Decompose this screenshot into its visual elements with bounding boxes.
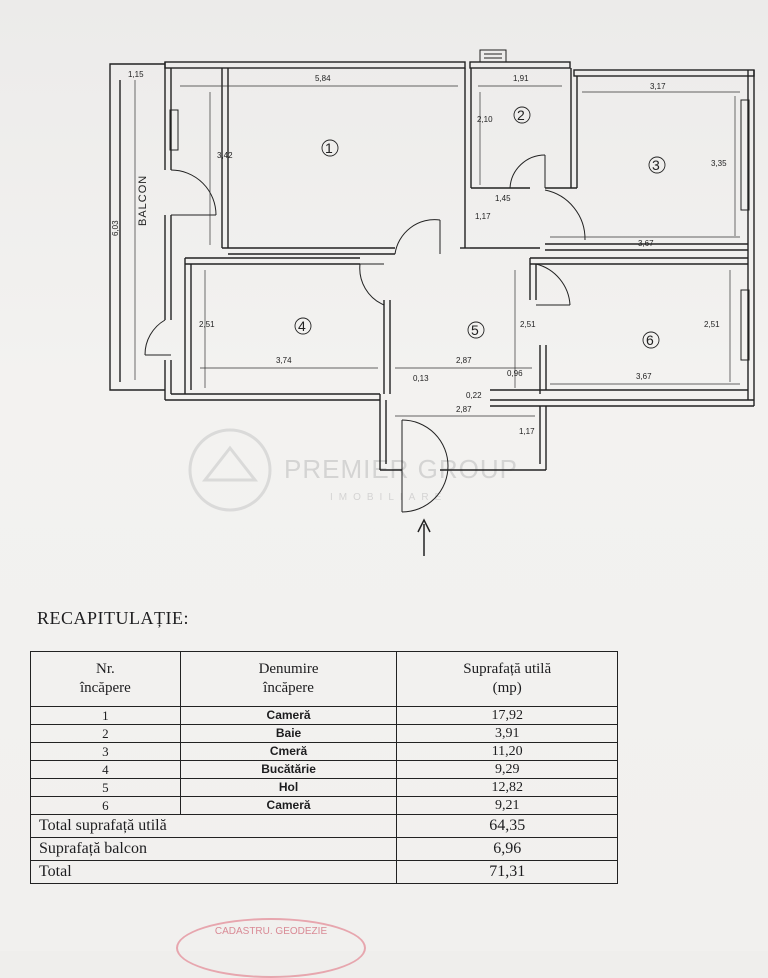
dim-room4-width: 3,74: [276, 356, 292, 365]
watermark-brand: PREMIER GROUP: [284, 454, 518, 484]
dim-room2-width: 1,91: [513, 74, 529, 83]
row-nr: 4: [30, 760, 181, 779]
total-label: Total suprafață utilă: [29, 814, 398, 838]
dim-room2-height: 2,10: [477, 115, 493, 124]
floor-plan: PREMIER GROUP IMOBILIARE: [109, 49, 755, 556]
row-nr: 3: [30, 742, 181, 761]
dim-niche: 0,96: [507, 369, 523, 378]
balcony-value: 6,96: [396, 837, 618, 861]
windows: [169, 49, 750, 361]
recap-title: RECAPITULAȚIE:: [37, 608, 189, 628]
balcony-label-cell: Suprafață balcon: [29, 837, 398, 861]
dim-room3-width: 3,17: [650, 82, 666, 91]
dim-corridor-width: 1,45: [495, 194, 511, 203]
row-name: Cameră: [179, 796, 398, 815]
balcony-row: Suprafață balcon 6,96: [29, 837, 618, 861]
dim-room5-height: 2,51: [520, 320, 536, 329]
balcony-label: BALCON: [137, 175, 149, 226]
row-name: Baie: [179, 724, 398, 743]
header-area: Suprafață utilă(mp): [396, 651, 618, 707]
table-row: 2 Baie 3,91: [30, 724, 618, 743]
table-row: 6 Cameră 9,21: [30, 796, 618, 815]
row-nr: 2: [30, 724, 181, 743]
room-number-2: 2: [517, 107, 525, 123]
table-row: 5 Hol 12,82: [30, 778, 618, 797]
row-name: Bucătărie: [179, 760, 398, 779]
stamp-text: CADASTRU. GEODEZIE: [214, 926, 328, 937]
official-stamp: CADASTRU. GEODEZIE: [176, 918, 366, 978]
dimension-labels: 1,15 5,84 1,91 3,17 3,42 2,10 3,35 6,03 …: [111, 70, 727, 436]
dim-entry-height: 1,17: [519, 427, 535, 436]
room-number-6: 6: [646, 332, 654, 348]
dimension-lines: [134, 80, 740, 417]
row-area: 3,91: [396, 724, 618, 743]
dim-corridor-height: 1,17: [475, 212, 491, 221]
grand-total-value: 71,31: [396, 860, 618, 884]
room-number-3: 3: [652, 157, 660, 173]
row-area: 12,82: [396, 778, 618, 797]
table-row: 3 Cmeră 11,20: [30, 742, 618, 761]
dim-room6-width: 3,67: [636, 372, 652, 381]
table-row: 4 Bucătărie 9,29: [30, 760, 618, 779]
row-name: Cameră: [179, 706, 398, 725]
walls: [109, 61, 755, 471]
dim-room1-height: 3,42: [217, 151, 233, 160]
dim-step: 0,22: [466, 391, 482, 400]
row-nr: 1: [30, 706, 181, 725]
dim-room5-width: 2,87: [456, 356, 472, 365]
grand-total-row: Total 71,31: [29, 860, 618, 884]
row-area: 11,20: [396, 742, 618, 761]
room-numbers: 1 2 3 4 5 6: [294, 106, 666, 349]
dim-room4-height: 2,51: [199, 320, 215, 329]
row-area: 9,29: [396, 760, 618, 779]
watermark: PREMIER GROUP IMOBILIARE: [188, 428, 518, 512]
table-row: 1 Cameră 17,92: [30, 706, 618, 725]
entry-arrow-icon: [417, 518, 431, 556]
room-number-4: 4: [298, 318, 306, 334]
dim-gap: 0,13: [413, 374, 429, 383]
dim-room3-height: 3,35: [711, 159, 727, 168]
dim-entry-width: 2,87: [456, 405, 472, 414]
row-nr: 5: [30, 778, 181, 797]
watermark-sub: IMOBILIARE: [330, 492, 447, 503]
dim-balcony-length: 6,03: [111, 220, 120, 236]
room-number-5: 5: [471, 322, 479, 338]
row-name: Hol: [179, 778, 398, 797]
room-number-1: 1: [325, 140, 333, 156]
row-nr: 6: [30, 796, 181, 815]
row-area: 9,21: [396, 796, 618, 815]
doors: [144, 154, 586, 513]
dim-room3-bottom: 3,67: [638, 239, 654, 248]
dim-room1-width: 5,84: [315, 74, 331, 83]
row-name: Cmeră: [179, 742, 398, 761]
row-area: 17,92: [396, 706, 618, 725]
grand-total-label: Total: [29, 860, 398, 884]
header-nr: Nr.încăpere: [30, 651, 181, 707]
dim-balcony-width: 1,15: [128, 70, 144, 79]
total-value: 64,35: [396, 814, 618, 838]
total-row: Total suprafață utilă 64,35: [29, 814, 618, 838]
dim-room6-height: 2,51: [704, 320, 720, 329]
